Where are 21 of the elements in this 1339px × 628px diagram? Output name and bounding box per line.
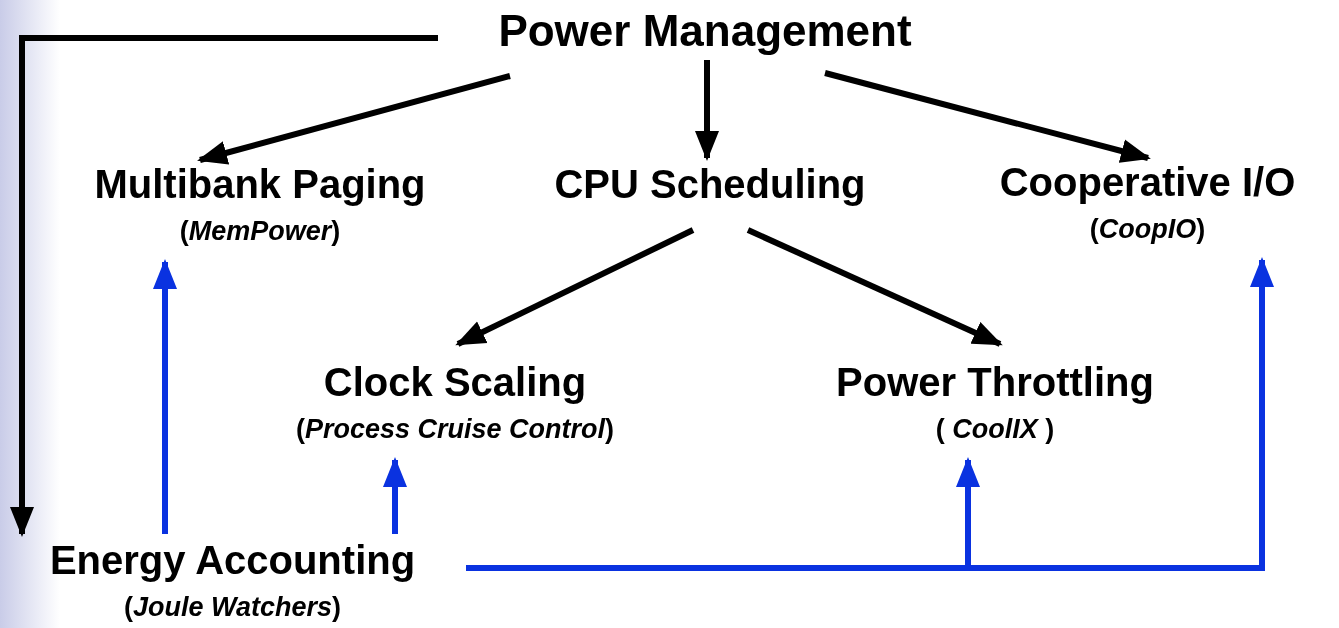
arrow: [466, 257, 1274, 571]
arrow: [383, 457, 407, 534]
node-title: Clock Scaling: [323, 359, 587, 406]
arrow: [153, 259, 177, 534]
arrow: [824, 70, 1151, 163]
node-subtitle: (Process Cruise Control): [295, 413, 615, 446]
node-title: Cooperative I/O: [999, 159, 1296, 206]
node-title: CPU Scheduling: [554, 161, 866, 208]
node-subtitle: (Joule Watchers): [123, 591, 342, 624]
node-title: Energy Accounting: [49, 537, 416, 584]
node-subtitle: (CoopIO): [1089, 213, 1206, 246]
arrow: [197, 73, 511, 165]
node-subtitle: ( CoolIX ): [935, 413, 1055, 446]
node-subtitle: (MemPower): [179, 215, 341, 248]
node-title: Power Management: [498, 6, 912, 56]
arrow: [455, 227, 695, 347]
arrow: [746, 227, 1003, 347]
node-title: Power Throttling: [836, 359, 1154, 406]
arrow: [695, 60, 719, 161]
arrow: [10, 35, 438, 537]
node-title: Multibank Paging: [94, 161, 426, 208]
